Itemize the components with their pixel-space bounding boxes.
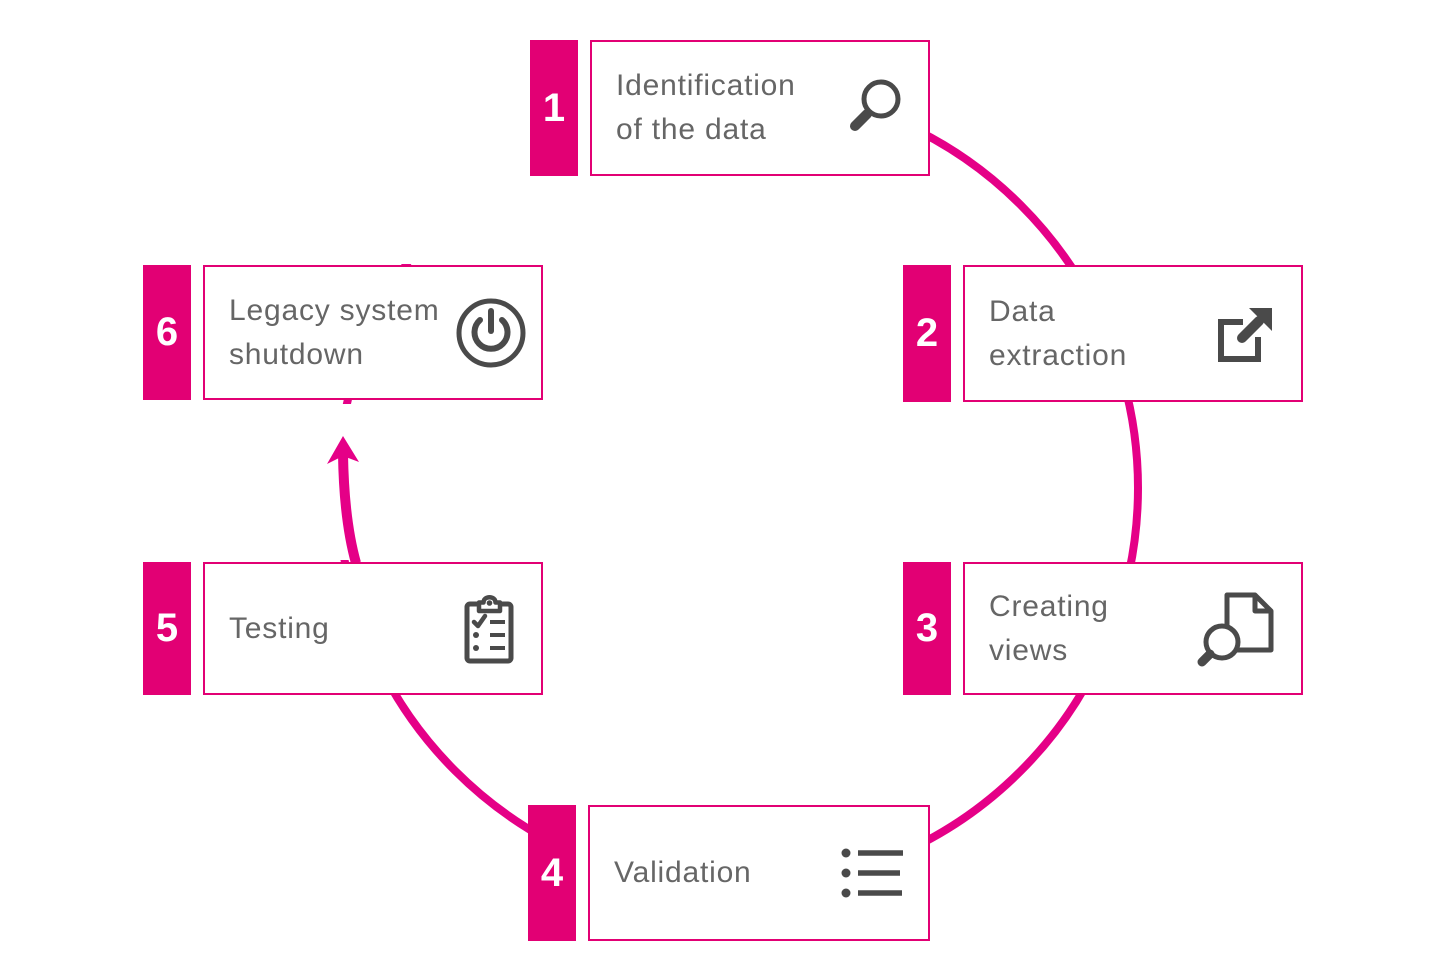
arc-gap-cover-arrow-zone (298, 404, 433, 560)
step-2-box: Data extraction (963, 265, 1303, 402)
step-3-label: Creating views (989, 589, 1109, 667)
step-2-number-tab: 2 (903, 265, 951, 402)
step-1: 1 Identification of the data (530, 40, 930, 176)
step-2-label: Data extraction (989, 294, 1128, 372)
step-6: 6 Legacy system shutdown (143, 265, 543, 400)
step-1-box: Identification of the data (590, 40, 930, 176)
step-6-number-tab: 6 (143, 265, 191, 400)
flow-arrow-shaft (338, 453, 361, 565)
step-1-label: Identification of the data (616, 69, 796, 146)
step-3: 3 Creating views (903, 562, 1303, 695)
step-4-box: Validation (588, 805, 930, 941)
step-4-label: Validation (614, 856, 752, 889)
step-2: 2 Data extraction (903, 265, 1303, 402)
document-search-icon (1197, 592, 1274, 666)
external-link-icon (1218, 307, 1272, 362)
step-3-number-tab: 3 (903, 562, 951, 695)
step-6-label: Legacy system shutdown (229, 293, 440, 371)
step-5-box: Testing (203, 562, 543, 695)
power-icon (456, 298, 526, 367)
step-1-number-tab: 1 (530, 40, 578, 176)
step-5-label: Testing (229, 611, 330, 645)
step-4: 4 Validation (528, 805, 930, 941)
bullet-list-icon (841, 848, 903, 898)
step-5-number-tab: 5 (143, 562, 191, 695)
step-4-number-tab: 4 (528, 805, 576, 941)
step-5: 5 Testing (143, 562, 543, 695)
clipboard-checklist-icon (464, 594, 514, 663)
step-6-box: Legacy system shutdown (203, 265, 543, 400)
step-3-box: Creating views (963, 562, 1303, 695)
search-icon (850, 79, 901, 131)
flow-arrow-head-icon (327, 436, 359, 464)
